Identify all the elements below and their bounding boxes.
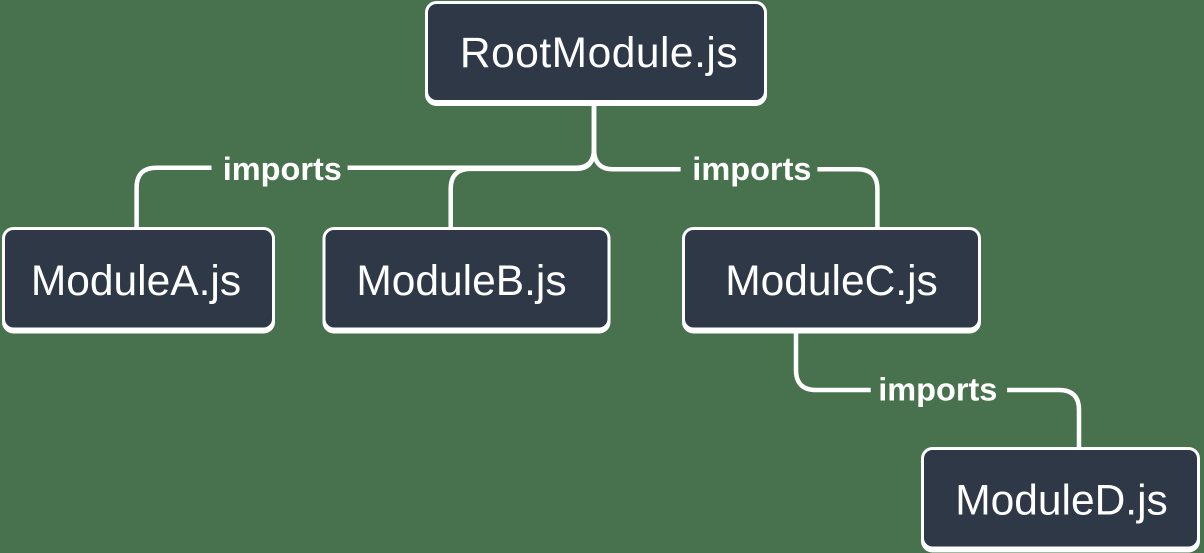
svg-text:ModuleB.js: ModuleB.js [356, 258, 566, 305]
svg-text:ModuleA.js: ModuleA.js [31, 258, 241, 305]
svg-text:ModuleD.js: ModuleD.js [955, 478, 1168, 525]
svg-text:RootModule.js: RootModule.js [460, 30, 738, 77]
svg-text:ModuleC.js: ModuleC.js [725, 258, 938, 305]
svg-text:imports: imports [692, 151, 811, 187]
svg-text:imports: imports [878, 371, 997, 407]
svg-text:imports: imports [223, 151, 342, 187]
